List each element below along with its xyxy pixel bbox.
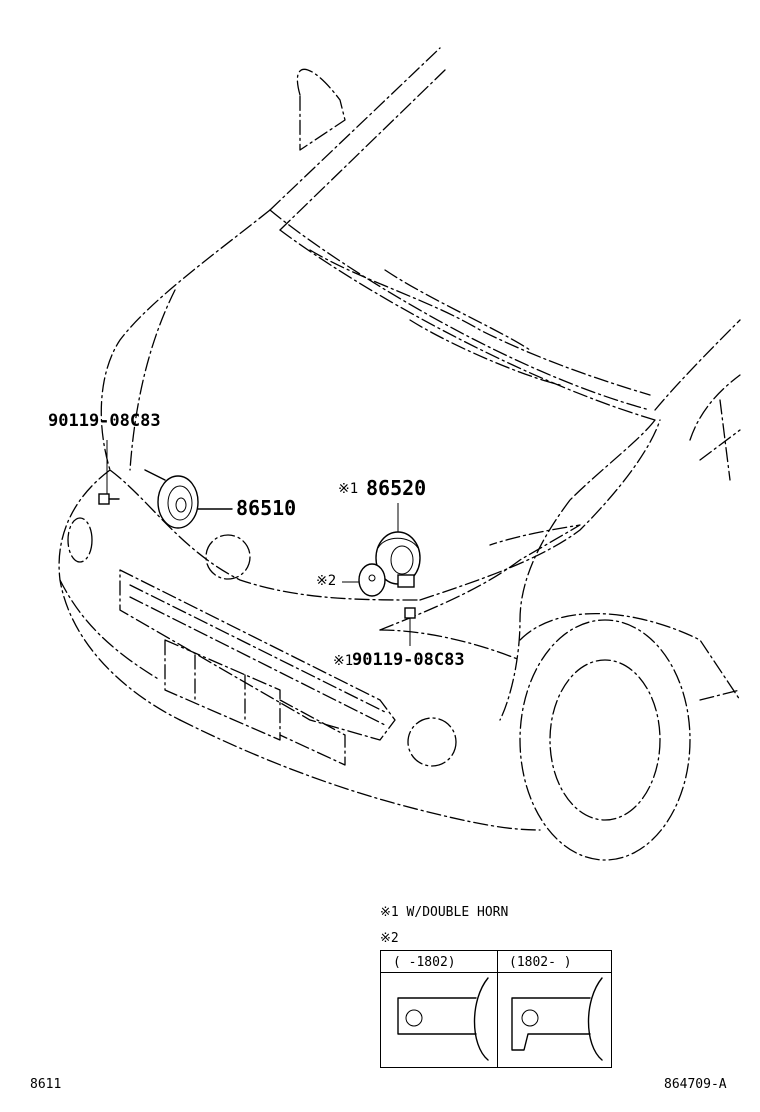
horn-icon — [375, 503, 421, 588]
part-number-horn-low: 86510 — [236, 496, 297, 520]
table-divider — [497, 951, 498, 1067]
note-double-horn: ※1 W/DOUBLE HORN — [380, 905, 509, 920]
bracket-icon — [342, 563, 386, 597]
bracket-detail-old — [397, 977, 489, 1061]
mark-horn-high: ※1 — [338, 481, 359, 497]
mark-bracket: ※2 — [316, 573, 337, 589]
table-col1-header: ( -1802) — [393, 955, 456, 970]
table-header — [381, 951, 611, 973]
footer-left-code: 8611 — [30, 1077, 62, 1092]
note-bracket: ※2 — [380, 931, 399, 946]
car-outline — [58, 47, 741, 861]
bolt-icon — [98, 440, 120, 505]
bracket-applicability-table: ( -1802) (1802- ) — [380, 950, 612, 1068]
part-number-bolt-right: 90119-08C83 — [352, 650, 465, 670]
part-number-bolt-left: 90119-08C83 — [48, 411, 161, 431]
part-number-horn-high: 86520 — [366, 476, 427, 500]
footer-right-code: 864709-A — [664, 1077, 727, 1092]
horn-icon — [144, 469, 233, 529]
mark-bolt-right: ※1 — [333, 653, 354, 669]
table-col2-header: (1802- ) — [509, 955, 572, 970]
bracket-detail-new — [511, 977, 603, 1061]
bolt-icon — [404, 607, 416, 646]
